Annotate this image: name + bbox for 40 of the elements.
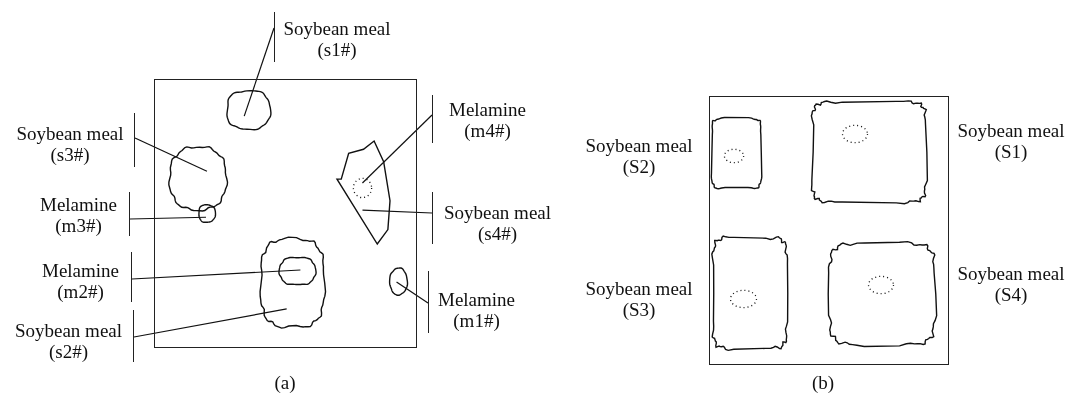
particle-outline (710, 233, 790, 353)
particle-outline (198, 204, 216, 223)
particle-outline (258, 235, 327, 331)
dotted-spot (353, 178, 372, 198)
callout-label: Soybean meal (s2#) (4, 310, 134, 362)
leader-line (129, 216, 207, 220)
callout-label: Soybean meal (s3#) (6, 113, 135, 167)
panel-caption: (b) (810, 372, 836, 393)
callout-label: Melamine (m3#) (28, 192, 130, 236)
particle-outline (710, 116, 763, 191)
leader-line (243, 27, 275, 117)
leader-line (131, 269, 301, 280)
dotted-spot (842, 125, 868, 143)
callout-label: Melamine (m1#) (428, 271, 524, 333)
sample-label: Soybean meal (S3) (584, 278, 694, 320)
particle-outline (808, 98, 930, 206)
sample-label: Soybean meal (S1) (956, 120, 1066, 162)
callout-label: Soybean meal (s1#) (274, 12, 399, 62)
sample-frame (709, 96, 949, 365)
dotted-spot (730, 290, 757, 308)
particle-outline (825, 239, 939, 349)
sample-frame (154, 79, 417, 348)
particle-outline (278, 256, 317, 286)
leader-line (134, 137, 208, 172)
particle-outline (225, 89, 272, 131)
callout-label: Soybean meal (s4#) (432, 192, 562, 244)
particle-outline (389, 267, 408, 296)
panel-caption: (a) (273, 372, 297, 393)
leader-line (361, 114, 433, 184)
leader-line (395, 281, 429, 304)
dotted-spot (724, 149, 744, 163)
sample-label: Soybean meal (S2) (584, 135, 694, 177)
particle-outline (337, 141, 390, 244)
leader-line (361, 209, 433, 214)
dotted-spot (868, 276, 894, 294)
leader-line (133, 308, 288, 338)
sample-label: Soybean meal (S4) (956, 263, 1066, 305)
callout-label: Melamine (m2#) (30, 252, 132, 302)
particle-outline (167, 144, 229, 213)
callout-label: Melamine (m4#) (432, 95, 542, 143)
